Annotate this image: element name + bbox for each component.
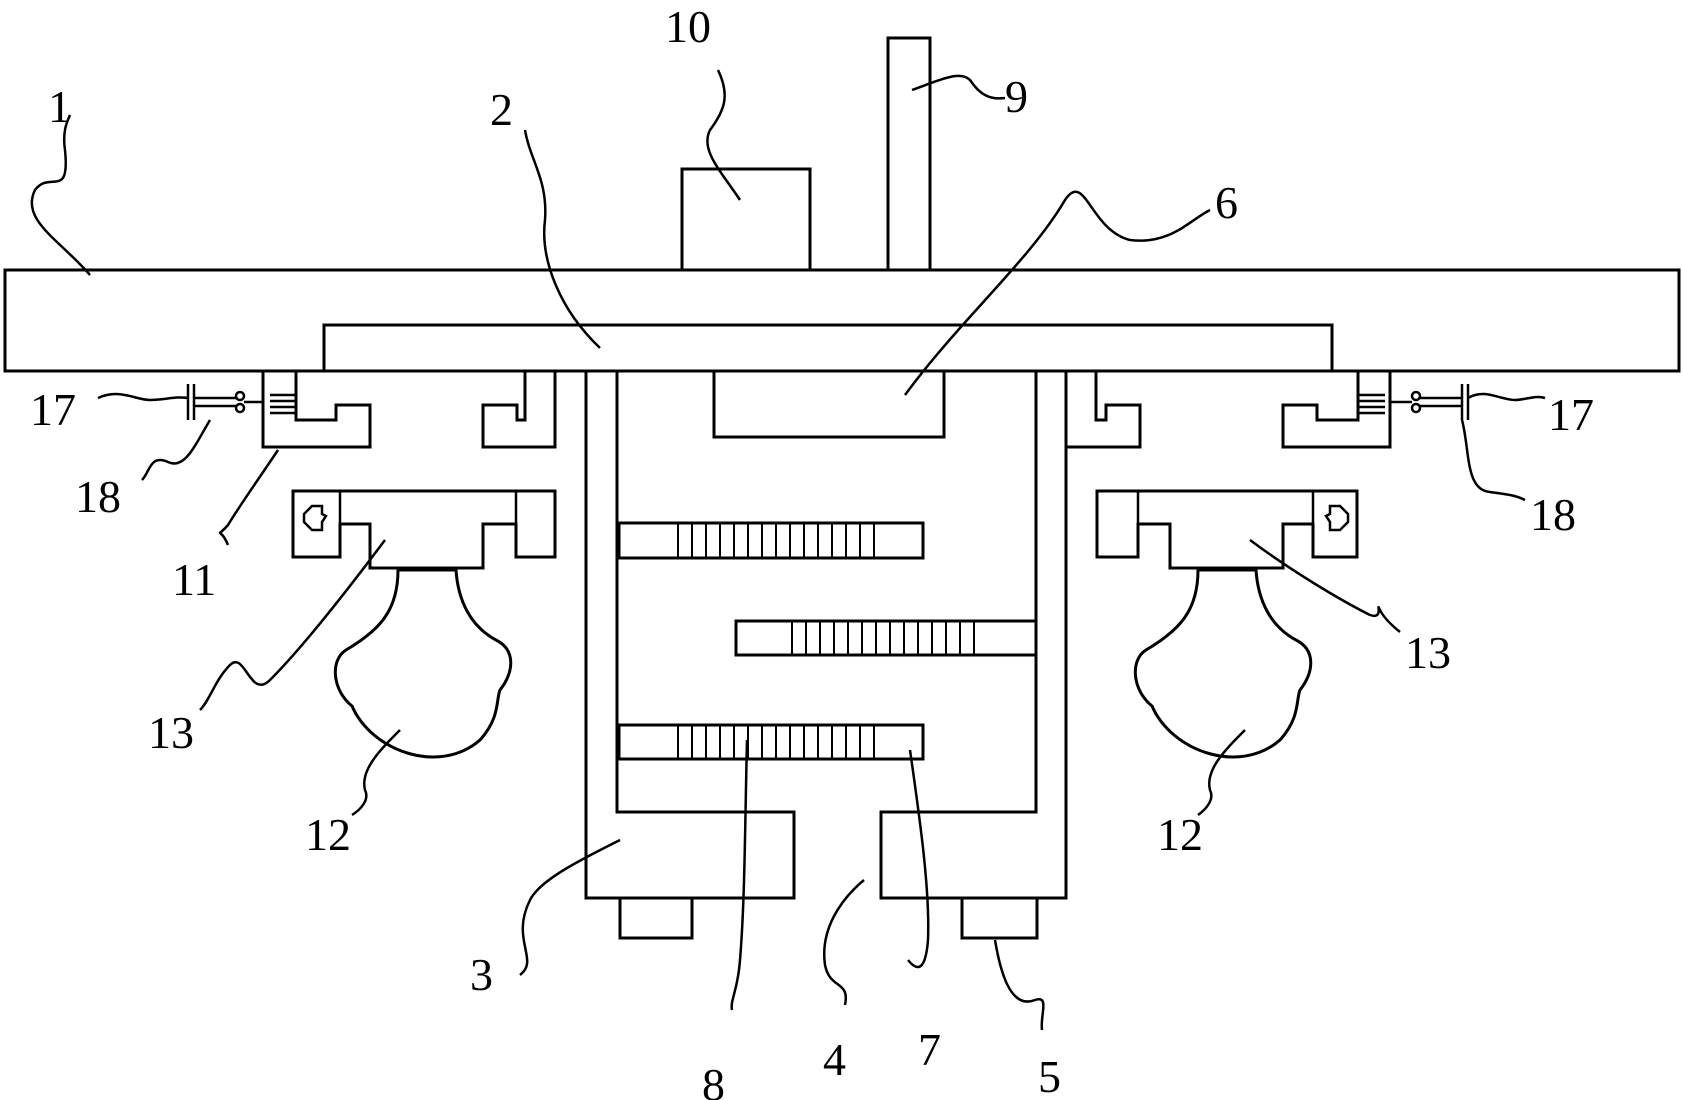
label-8: 8: [702, 1059, 725, 1100]
label-17-left: 17: [30, 384, 76, 435]
box-part-10: [682, 169, 810, 270]
leader-1: [32, 115, 90, 275]
label-1: 1: [48, 81, 71, 132]
foot-left: [620, 898, 692, 938]
label-10: 10: [665, 1, 711, 52]
leader-17-right: [1468, 394, 1545, 400]
leader-11: [220, 450, 278, 545]
label-9: 9: [1005, 71, 1028, 122]
bolt-left-part-17: [188, 384, 262, 420]
plate-part-2: [324, 325, 1332, 371]
rail-right-outer: [1283, 371, 1390, 447]
rack-middle: [736, 621, 1036, 655]
leader-4: [824, 880, 864, 1005]
slider-right-part-13: [1097, 491, 1357, 568]
label-7: 7: [918, 1024, 941, 1075]
bulb-left-part-12: [335, 570, 510, 757]
bolt-right-part-17: [1390, 384, 1468, 420]
foot-right-part-5: [962, 898, 1037, 938]
block-part-6: [714, 371, 944, 437]
leader-18-left: [142, 420, 210, 480]
label-11: 11: [172, 554, 216, 605]
label-17-right: 17: [1548, 389, 1594, 440]
leader-18-right: [1462, 420, 1525, 500]
label-4: 4: [823, 1034, 846, 1085]
label-18-left: 18: [75, 471, 121, 522]
rail-right-inner: [1066, 371, 1140, 447]
label-5: 5: [1038, 1051, 1061, 1100]
leader-5: [995, 940, 1043, 1030]
label-13-left: 13: [148, 707, 194, 758]
rail-left-part-11: [263, 371, 370, 447]
label-2: 2: [490, 84, 513, 135]
rack-upper: [619, 523, 923, 558]
rail-left-inner: [483, 371, 555, 447]
rod-part-9: [888, 38, 930, 270]
leader-17-left: [98, 394, 188, 400]
label-6: 6: [1215, 177, 1238, 228]
label-18-right: 18: [1530, 489, 1576, 540]
bulb-right-part-12: [1135, 570, 1310, 757]
label-13-right: 13: [1405, 627, 1451, 678]
rack-lower-part-7: [619, 725, 923, 759]
label-12-right: 12: [1157, 809, 1203, 860]
label-12-left: 12: [305, 809, 351, 860]
label-3: 3: [470, 949, 493, 1000]
